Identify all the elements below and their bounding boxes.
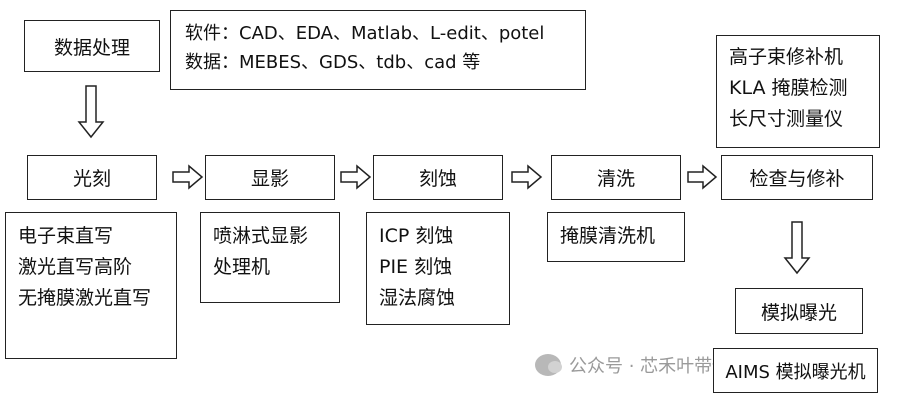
simulated-exposure-box: 模拟曝光	[735, 288, 863, 334]
lithography-tools-box: 电子束直写 激光直写高阶 无掩膜激光直写	[5, 212, 177, 359]
down-arrow-2	[783, 221, 811, 275]
cleaning-box: 清洗	[551, 155, 681, 200]
repair-tool-item: 高子束修补机	[729, 46, 844, 68]
data-processing-label: 数据处理	[53, 36, 130, 59]
development-tools-box: 喷淋式显影处理机	[200, 212, 340, 303]
lithography-label: 光刻	[72, 168, 111, 190]
repair-tools-box: 高子束修补机 KLA 掩膜检测 长尺寸测量仪	[716, 35, 880, 148]
etching-label: 刻蚀	[418, 168, 457, 190]
cleaning-tool-item: 掩膜清洗机	[560, 225, 656, 247]
development-box: 显影	[205, 155, 335, 200]
software-data-box: 软件：CAD、EDA、Matlab、L-edit、potel 数据：MEBES、…	[170, 10, 586, 90]
right-arrow-4	[687, 164, 718, 190]
lithography-box: 光刻	[27, 155, 157, 200]
aims-label: AIMS 模拟曝光机	[725, 361, 866, 383]
etching-tools-box: ICP 刻蚀 PIE 刻蚀 湿法腐蚀	[366, 212, 510, 325]
lithography-tool-item: 电子束直写	[18, 225, 114, 247]
right-arrow-2	[340, 164, 372, 190]
cleaning-tools-box: 掩膜清洗机	[547, 212, 685, 262]
development-label: 显影	[250, 168, 289, 190]
development-tool-item: 喷淋式显影处理机	[213, 225, 309, 278]
cleaning-label: 清洗	[596, 168, 635, 190]
repair-tool-item: 长尺寸测量仪	[729, 108, 844, 130]
right-arrow-3	[511, 164, 543, 190]
data-line: 数据：MEBES、GDS、tdb、cad 等	[185, 52, 481, 73]
etching-tool-item: ICP 刻蚀	[379, 225, 454, 247]
aims-box: AIMS 模拟曝光机	[713, 348, 878, 393]
data-processing-box: 数据处理	[24, 20, 160, 72]
software-line: 软件：CAD、EDA、Matlab、L-edit、potel	[185, 23, 545, 44]
simulated-exposure-label: 模拟曝光	[760, 301, 837, 324]
etching-tool-item: 湿法腐蚀	[379, 287, 456, 309]
lithography-tool-item: 激光直写高阶	[18, 256, 133, 278]
inspect-repair-label: 检查与修补	[749, 168, 845, 190]
right-arrow-1	[172, 164, 204, 190]
lithography-tool-item: 无掩膜激光直写	[18, 287, 152, 309]
inspect-repair-box: 检查与修补	[721, 155, 873, 200]
etching-tool-item: PIE 刻蚀	[379, 256, 453, 278]
down-arrow-1	[77, 85, 105, 139]
etching-box: 刻蚀	[373, 155, 503, 200]
wechat-icon	[535, 354, 562, 376]
repair-tool-item: KLA 掩膜检测	[729, 77, 848, 99]
